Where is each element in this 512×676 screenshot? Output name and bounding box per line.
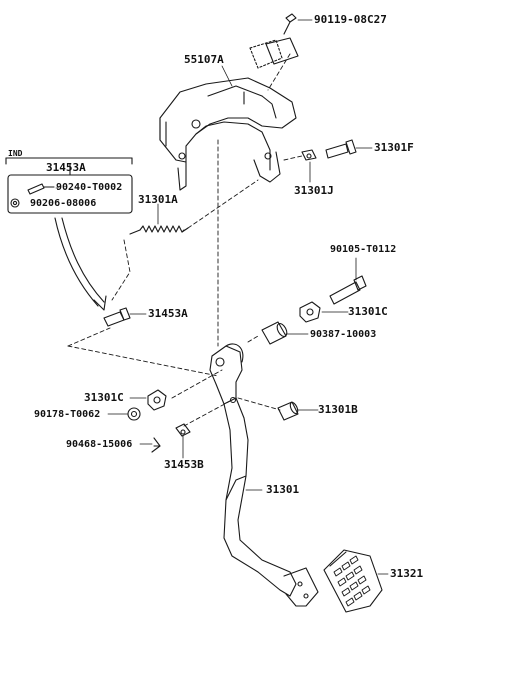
bushing-90387-icon: [261, 321, 288, 345]
nut-31301c-right-icon: [299, 301, 321, 323]
label-31453a-inset[interactable]: 31453A: [46, 161, 86, 174]
pedal-pad-31321-icon: [323, 549, 383, 613]
label-90206-08006[interactable]: 90206-08006: [30, 198, 97, 209]
inset-box: [5, 157, 133, 214]
inset-bolt-icon: [27, 183, 55, 195]
bushing-31453b-icon: [175, 423, 191, 437]
stopper-31453a-icon: [103, 307, 131, 327]
leader-lines: [55, 19, 389, 575]
label-90119-08c27[interactable]: 90119-08C27: [314, 13, 387, 26]
collar-31301j-icon: [301, 149, 317, 161]
label-31301c-right[interactable]: 31301C: [348, 305, 388, 318]
inset-pointer-arrow: [54, 217, 107, 311]
label-90468-15006[interactable]: 90468-15006: [66, 439, 133, 450]
label-31301[interactable]: 31301: [266, 483, 300, 496]
label-31301c-left[interactable]: 31301C: [84, 391, 124, 404]
washer-90178-icon: [127, 407, 141, 421]
bushing-31301b-icon: [277, 401, 299, 421]
label-31453b[interactable]: 31453B: [164, 458, 204, 471]
label-31453a[interactable]: 31453A: [148, 307, 188, 320]
label-31301a[interactable]: 31301A: [138, 193, 178, 206]
label-90240-t0002[interactable]: 90240-T0002: [56, 182, 123, 193]
label-31301f[interactable]: 31301F: [374, 141, 414, 154]
nut-31301c-left-icon: [147, 389, 167, 411]
clip-90119-icon: [249, 13, 299, 69]
assembly-lines: [67, 53, 303, 427]
label-90105-t0112[interactable]: 90105-T0112: [330, 244, 397, 255]
bolt-31301f-icon: [325, 139, 357, 159]
label-31301j[interactable]: 31301J: [294, 184, 334, 197]
spring-31301a-icon: [129, 225, 189, 235]
label-90178-t0062[interactable]: 90178-T0062: [34, 409, 101, 420]
bolt-90105-icon: [329, 275, 367, 305]
label-90387-10003[interactable]: 90387-10003: [310, 329, 377, 340]
label-31301b[interactable]: 31301B: [318, 403, 358, 416]
inset-header-label: IND: [8, 149, 23, 158]
bracket-55107a: [159, 77, 297, 191]
label-55107a[interactable]: 55107A: [184, 53, 224, 66]
inset-washer-icon: [10, 198, 20, 208]
clip-90468-icon: [151, 437, 161, 453]
label-31321[interactable]: 31321: [390, 567, 424, 580]
pedal-arm-31301: [209, 343, 319, 607]
